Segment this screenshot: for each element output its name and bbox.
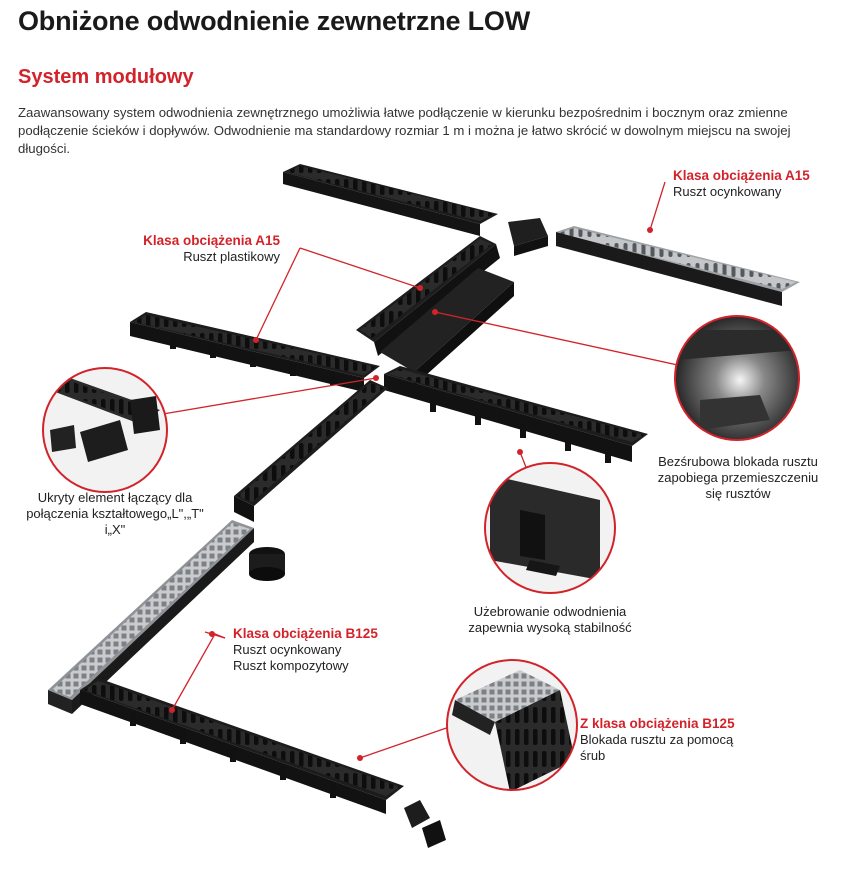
channel-galvanized-a15 — [556, 226, 800, 306]
label-lock-line1: Bezśrubowa blokada rusztu — [658, 454, 818, 469]
label-connector-line1: Ukryty element łączący dla — [37, 490, 193, 505]
label-lock: Bezśrubowa blokada rusztu zapobiega prze… — [648, 454, 828, 502]
label-lock-line2: zapobiega przemieszczeniu — [657, 470, 819, 485]
detail-circle-connector — [42, 367, 168, 493]
label-a15-plastic-heading: Klasa obciążenia A15 — [143, 233, 280, 248]
label-connector: Ukryty element łączący dla połączenia ks… — [10, 490, 220, 538]
end-cap-top — [508, 218, 548, 256]
label-lock-line3: się rusztów — [705, 486, 771, 501]
channel-composite-b125 — [80, 678, 404, 814]
label-ribbing-line1: Użebrowanie odwodnienia — [473, 604, 627, 619]
channel-left-long — [130, 312, 380, 392]
label-b125: Klasa obciążenia B125 Ruszt ocynkowany R… — [233, 626, 378, 674]
detail-circle-lock — [674, 315, 800, 441]
end-cap-bottom — [404, 800, 446, 848]
channel-diagonal-open — [380, 268, 514, 386]
label-a15-galvanized-heading: Klasa obciążenia A15 — [673, 168, 810, 183]
label-ribbing-line2: zapewnia wysoką stabilność — [468, 620, 632, 635]
callout-dots — [169, 227, 653, 761]
channel-diagonal-top — [356, 236, 500, 356]
label-connector-line3: i„X" — [104, 522, 126, 537]
label-b125-screw-line1: Blokada rusztu za pomocą — [580, 732, 734, 747]
channel-diagonal-lower — [234, 380, 388, 522]
label-b125-screw-heading: Z klasa obciążenia B125 — [580, 716, 735, 731]
label-a15-plastic-line1: Ruszt plastikowy — [183, 249, 280, 264]
label-a15-galvanized-line1: Ruszt ocynkowany — [673, 184, 782, 199]
label-b125-line2: Ruszt kompozytowy — [233, 658, 349, 673]
label-b125-line1: Ruszt ocynkowany — [233, 642, 342, 657]
round-outlet — [249, 547, 285, 581]
label-ribbing: Użebrowanie odwodnienia zapewnia wysoką … — [450, 604, 650, 636]
page-title: Obniżone odwodnienie zewnetrzne LOW — [18, 6, 530, 36]
channel-mesh-b125 — [48, 520, 254, 714]
label-b125-heading: Klasa obciążenia B125 — [233, 626, 378, 641]
intro-paragraph: Zaawansowany system odwodnienia zewnętrz… — [18, 105, 791, 156]
channel-top — [283, 164, 498, 236]
detail-circle-screw — [446, 659, 578, 791]
label-connector-line2: połączenia kształtowego„L",„T" — [26, 506, 204, 521]
section-subtitle: System modułowy — [18, 66, 194, 88]
label-b125-screw: Z klasa obciążenia B125 Blokada rusztu z… — [580, 716, 735, 764]
label-a15-plastic: Klasa obciążenia A15 Ruszt plastikowy — [120, 233, 280, 265]
label-b125-screw-line2: śrub — [580, 748, 606, 763]
detail-circle-ribbing — [484, 462, 616, 594]
label-a15-galvanized: Klasa obciążenia A15 Ruszt ocynkowany — [673, 168, 810, 200]
channel-right-long — [384, 366, 648, 463]
